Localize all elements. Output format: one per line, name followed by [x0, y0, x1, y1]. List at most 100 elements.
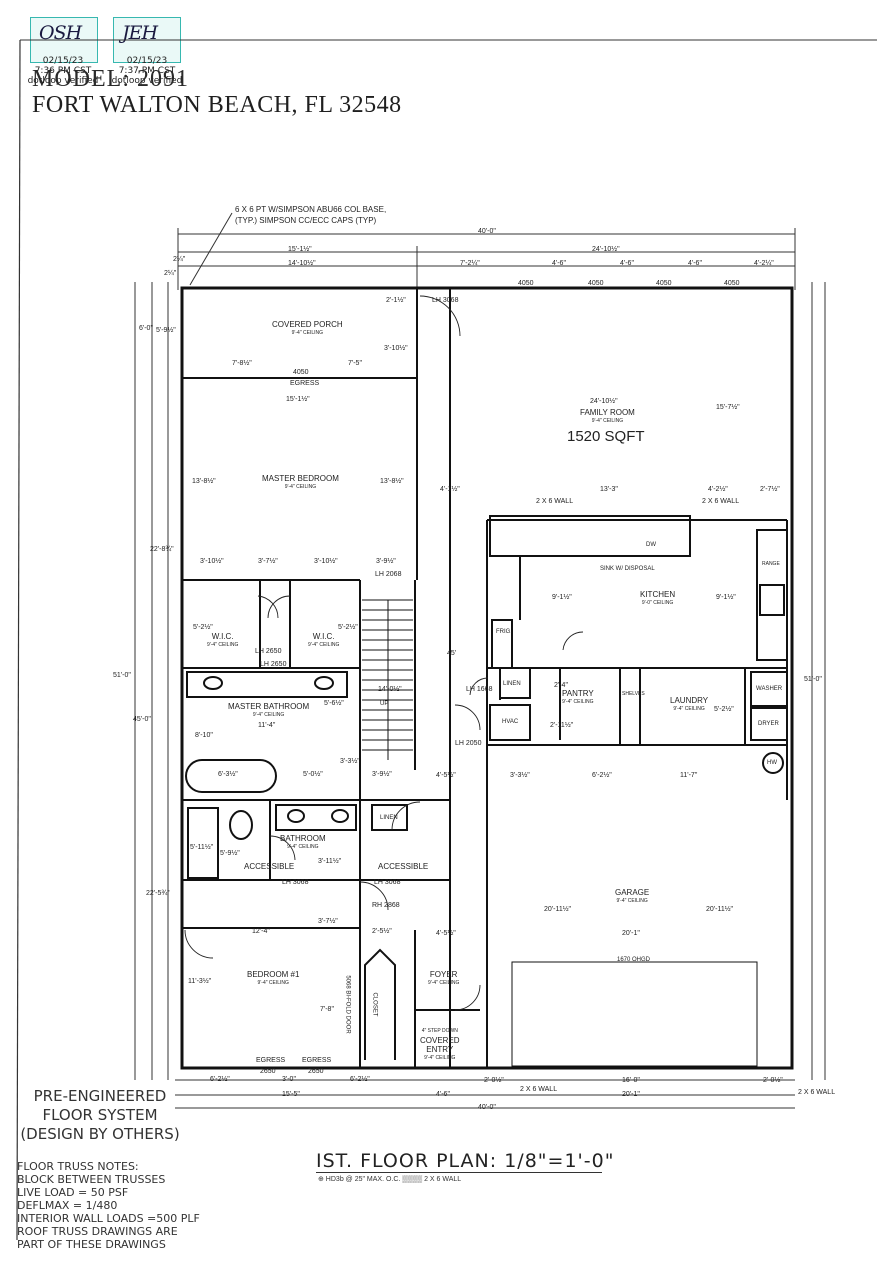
dim-bedroom: 3'-7½" [318, 918, 338, 925]
dim-garage-height: 20'-11½" [706, 906, 734, 913]
signature-date: 02/15/23 [42, 56, 84, 66]
door-rh2868: RH 2868 [372, 902, 400, 909]
dim-bedroom: 7'-8" [320, 1006, 334, 1013]
signature-initials: JEH [122, 22, 158, 44]
dim-corner: 2¼" [173, 256, 186, 263]
dim-family-side: 15'-7½" [716, 404, 740, 411]
dim-porch-side: 6'-0" [139, 325, 153, 332]
room-covered-porch: COVERED PORCH 9'-4" CEILING [272, 320, 343, 338]
room-name: FAMILY ROOM [580, 408, 635, 417]
dim-bottom: 2'-0½" [484, 1077, 504, 1084]
note-line: FLOOR TRUSS NOTES: [17, 1160, 139, 1173]
wall-note-1: 2 X 6 WALL [536, 498, 574, 505]
fridge-label: FRIG. [496, 629, 512, 635]
range-label: RANGE [762, 561, 780, 567]
dim-porch-side: 5'-9½" [156, 327, 176, 334]
dim-row2: 14'-10½" [288, 260, 316, 267]
dim-porch-width: 7'-8½" [232, 360, 252, 367]
dryer-label: DRYER [758, 721, 779, 727]
dim-row2: 4'-6" [688, 260, 702, 267]
dim-row2: 7'-2¼" [460, 260, 480, 267]
door-lh1668: LH 1668 [466, 686, 493, 693]
door-lh2068: LH 2068 [375, 571, 402, 578]
room-ceiling: 9'-4" CEILING [616, 898, 648, 904]
window-2650: 2650 [308, 1068, 324, 1075]
room-kitchen: KITCHEN 9'-0" CEILING [640, 590, 675, 608]
dim-laundry: 5'-2½" [714, 706, 734, 713]
dim-row2: 4'-6" [620, 260, 634, 267]
address-title: FORT WALTON BEACH, FL 32548 [32, 92, 402, 118]
step-note: 4" STEP DOWN [421, 1028, 458, 1034]
dim-master-height: 13'-8½" [192, 478, 216, 485]
signature-initials: OSH [39, 22, 82, 44]
room-wic-1: W.I.C. 9'-4" CEILING [207, 632, 238, 650]
dim-mid: 6'-2½" [592, 772, 612, 779]
window-egress: EGRESS [302, 1057, 332, 1064]
door-lh2650: LH 2650 [255, 648, 282, 655]
dim-bath: 3'-11½" [318, 858, 342, 865]
linen-label-1: LINEN [503, 681, 521, 687]
room-bedroom-1: BEDROOM #1 9'-4" CEILING [247, 970, 299, 988]
room-foyer: FOYER 9'-4" CEILING [428, 970, 459, 988]
dim-family: 2'-7½" [760, 486, 780, 493]
bifold-door-label: 5068 BI-FOLD DOOR [344, 975, 351, 1034]
dim-bottom-2: 20'-1" [622, 1091, 640, 1098]
signature-time: 7:36 PM CST [34, 66, 92, 76]
door-lh3068: LH 3068 [282, 879, 309, 886]
room-name: W.I.C. [312, 632, 335, 641]
dim-master-width: 15'-1½" [286, 396, 310, 403]
room-name: W.I.C. [211, 632, 234, 641]
dim-kitchen: 9'-1½" [552, 594, 572, 601]
pre-engineered-note: PRE-ENGINEERED FLOOR SYSTEM (DESIGN BY O… [5, 1087, 195, 1144]
dim-stair: 14'-0½" [378, 686, 402, 693]
dim-porch-in: 3'-10½" [384, 345, 408, 352]
dim-top-right: 24'-10½" [592, 246, 620, 253]
room-covered-entry: 4" STEP DOWN COVERED ENTRY 9'-4" CEILING [420, 1027, 460, 1063]
dim-left-total: 22'-8¾" [150, 546, 174, 553]
linen-label-2: LINEN [380, 815, 398, 821]
dim-bath: 5'-9½" [220, 850, 240, 857]
window-4050: 4050 [518, 280, 534, 287]
dim-left-mid: 45'-0" [133, 716, 151, 723]
room-name: MASTER BATHROOM [228, 702, 310, 711]
note-line: (DESIGN BY OTHERS) [20, 1125, 180, 1143]
dim-family: 4'-2½" [708, 486, 728, 493]
room-name: FOYER [429, 970, 458, 979]
window-egress: EGRESS [256, 1057, 286, 1064]
room-wic-2: W.I.C. 9'-4" CEILING [308, 632, 339, 650]
dim-bottom-total: 40'-0" [478, 1104, 496, 1111]
room-pantry: PANTRY 9'-4" CEILING [562, 689, 594, 707]
dim-top-total: 40'-0" [478, 228, 496, 235]
door-lh2650: LH 2650 [260, 661, 287, 668]
signature-verified: dotloop verified [27, 76, 99, 86]
signature-meta-1: 02/15/23 7:36 PM CST dotloop verified [18, 56, 108, 86]
dim-bottom: 6'-2½" [210, 1076, 230, 1083]
dim-porch-in: 2'-1½" [386, 297, 406, 304]
room-name: LAUNDRY [670, 696, 709, 705]
dim-closet-row: 3'-10½" [200, 558, 224, 565]
washer-label: WASHER [756, 686, 783, 692]
room-name: COVERED PORCH [272, 320, 343, 329]
signature-date: 02/15/23 [126, 56, 168, 66]
floor-plan-subnote: ⊕ HD3b @ 25" MAX. O.C. ▒▒▒▒ 2 X 6 WALL [318, 1176, 462, 1183]
title-underline [316, 1172, 602, 1173]
dim-master-height: 13'-8½" [380, 478, 404, 485]
shelves-label: SHELVES [622, 691, 645, 697]
room-name: COVERED [420, 1036, 460, 1045]
column-callout-2: (TYP.) SIMPSON CC/ECC CAPS (TYP) [235, 216, 377, 225]
dim-closet-row: 3'-10½" [314, 558, 338, 565]
dim-row2: 4'-2¼" [754, 260, 774, 267]
wall-note-4: 2 X 6 WALL [798, 1089, 836, 1096]
room-laundry: LAUNDRY 9'-4" CEILING [670, 696, 708, 714]
signature-meta-2: 02/15/23 7:37 PM CST dotloop verified [102, 56, 192, 86]
dim-bottom: 2'-0½" [763, 1077, 783, 1084]
dim-bedroom: 12'-4" [252, 928, 270, 935]
window-4050: 4050 [724, 280, 740, 287]
dim-bedroom: 2'-5½" [372, 928, 392, 935]
door-lh2050: LH 2050 [455, 740, 482, 747]
dim-master-bath: 8'-10" [195, 732, 213, 739]
room-ceiling: 9'-4" CEILING [562, 699, 594, 705]
room-ceiling: 9'-4" CEILING [428, 980, 460, 986]
door-lh3068: LH 3068 [374, 879, 401, 886]
